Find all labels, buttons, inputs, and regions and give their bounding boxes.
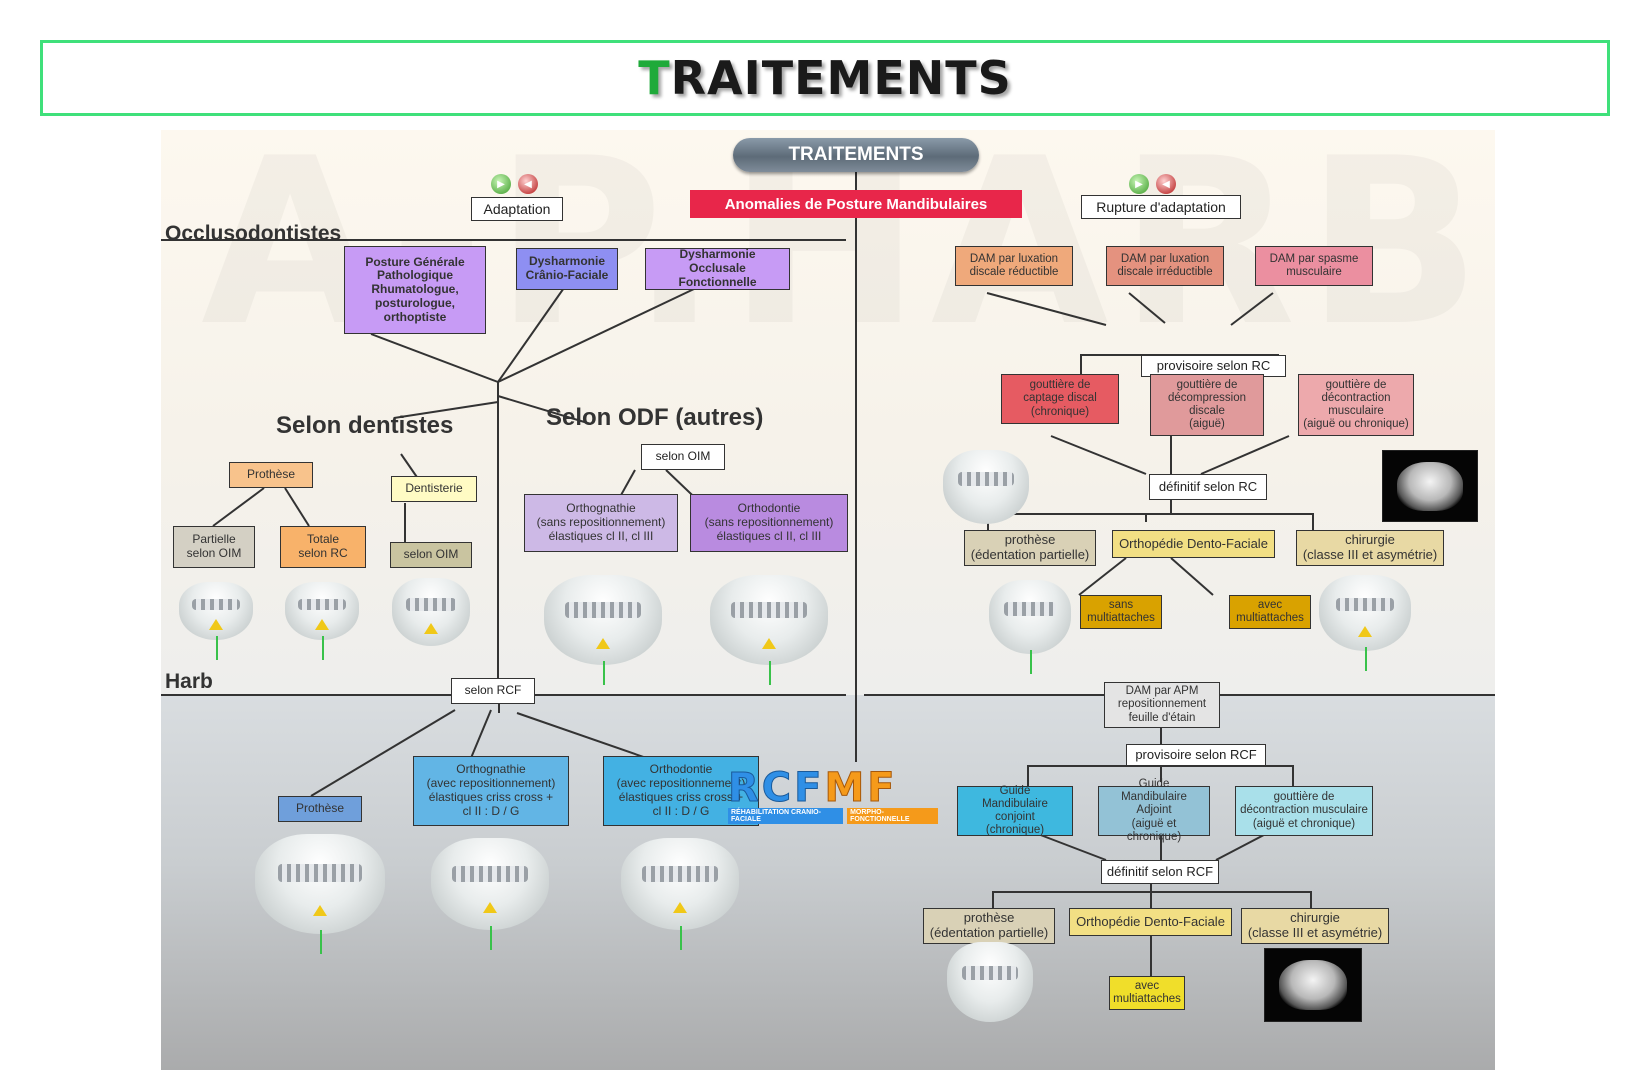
dam-spasme-box: DAM par spasme musculaire xyxy=(1255,246,1373,286)
jaw-model-image xyxy=(285,582,359,660)
orthodontie-sans-box: Orthodontie (sans repositionnement) élas… xyxy=(690,494,848,552)
selon-rcf-box: selon RCF xyxy=(451,678,535,704)
jaw-model-image xyxy=(989,580,1071,674)
jaw-model-image xyxy=(431,838,549,950)
prothese-partielle-box: prothèse (édentation partielle) xyxy=(964,530,1096,566)
chirurgie-box: chirurgie (classe III et asymétrie) xyxy=(1296,530,1444,566)
adaptation-box: Adaptation xyxy=(471,197,563,221)
gouttiere-decompression-box: gouttière de décompression discale (aigu… xyxy=(1150,374,1264,436)
selon-odf-label: Selon ODF (autres) xyxy=(546,404,764,431)
jaw-model-image xyxy=(255,834,385,954)
play-icon[interactable]: ▶ xyxy=(491,174,511,194)
anomalies-banner: Anomalies de Posture Mandibulaires xyxy=(690,190,1022,218)
gouttiere-captage-box: gouttière de captage discal (chronique) xyxy=(1001,374,1119,424)
treatment-diagram: A-P.HARB xyxy=(161,130,1495,1070)
diagram-title-pill: TRAITEMENTS xyxy=(733,138,979,172)
speaker-icon[interactable]: ◀ xyxy=(1156,174,1176,194)
gouttiere-decontraction-box: gouttière de décontraction musculaire (a… xyxy=(1298,374,1414,436)
guide-conjoint-box: Guide Mandibulaire conjoint (chronique) xyxy=(957,785,1073,836)
definitif-rcf-box: définitif selon RCF xyxy=(1101,860,1219,884)
partielle-oim-box: Partielle selon OIM xyxy=(173,526,255,568)
speaker-icon[interactable]: ◀ xyxy=(518,174,538,194)
totale-rc-box: Totale selon RC xyxy=(280,526,366,568)
jaw-model-image xyxy=(947,942,1033,1022)
jaw-model-image xyxy=(544,575,662,685)
avec-multiattaches-harb-box: avec multiattaches xyxy=(1109,976,1185,1010)
orthognathie-sans-box: Orthognathie (sans repositionnement) éla… xyxy=(524,494,678,552)
dysharmonie-occlusale-box: Dysharmonie Occlusale Fonctionnelle xyxy=(645,247,790,290)
page-title-bar: TRAITEMENTS xyxy=(40,40,1610,116)
xray-image xyxy=(1264,948,1362,1022)
sans-multiattaches-box: sans multiattaches xyxy=(1080,595,1162,629)
dentisterie-box: Dentisterie xyxy=(391,476,477,502)
posture-generale-box: Posture Générale Pathologique Rhumatolog… xyxy=(344,246,486,334)
selon-dentistes-label: Selon dentistes xyxy=(276,412,454,439)
selon-oim-top-box: selon OIM xyxy=(641,444,725,470)
jaw-model-image xyxy=(943,450,1029,524)
selon-oim-box: selon OIM xyxy=(390,542,472,568)
avec-multiattaches-box: avec multiattaches xyxy=(1229,595,1311,629)
dam-apm-box: DAM par APM repositionnement feuille d'é… xyxy=(1104,682,1220,728)
gouttiere-decontraction-harb-box: gouttière de décontraction musculaire (a… xyxy=(1235,786,1373,836)
jaw-model-image xyxy=(1319,575,1411,671)
orthopedie-harb-box: Orthopédie Dento-Faciale xyxy=(1069,908,1232,936)
orthopedie-box: Orthopédie Dento-Faciale xyxy=(1112,530,1275,558)
chirurgie-harb-box: chirurgie (classe III et asymétrie) xyxy=(1241,908,1389,944)
rupture-adaptation-box: Rupture d'adaptation xyxy=(1081,195,1241,219)
provisoire-rcf-box: provisoire selon RCF xyxy=(1126,744,1266,766)
xray-image xyxy=(1382,450,1478,522)
jaw-model-image xyxy=(392,578,470,646)
dam-irreductible-box: DAM par luxation discale irréductible xyxy=(1106,246,1224,286)
prothese-harb-box: Prothèse xyxy=(278,796,362,822)
jaw-model-image xyxy=(621,838,739,950)
section-harb: Harb xyxy=(165,670,213,693)
page-title: TRAITEMENTS xyxy=(638,51,1012,105)
guide-adjoint-box: Guide Mandibulaire Adjoint (aiguë et chr… xyxy=(1098,778,1210,843)
section-occlusodontistes: Occlusodontistes xyxy=(165,222,342,245)
prothese-partielle-harb-box: prothèse (édentation partielle) xyxy=(923,908,1055,944)
prothese-box: Prothèse xyxy=(229,462,313,488)
definitif-rc-box: définitif selon RC xyxy=(1149,474,1267,500)
dam-reductible-box: DAM par luxation discale réductible xyxy=(955,246,1073,286)
orthodontie-avec-box: Orthodontie (avec repositionnement) élas… xyxy=(603,756,759,826)
orthognathie-avec-box: Orthognathie (avec repositionnement) éla… xyxy=(413,756,569,826)
dysharmonie-cranio-box: Dysharmonie Crânio-Faciale xyxy=(516,248,618,290)
play-icon[interactable]: ▶ xyxy=(1129,174,1149,194)
jaw-model-image xyxy=(179,582,253,660)
jaw-model-image xyxy=(710,575,828,685)
